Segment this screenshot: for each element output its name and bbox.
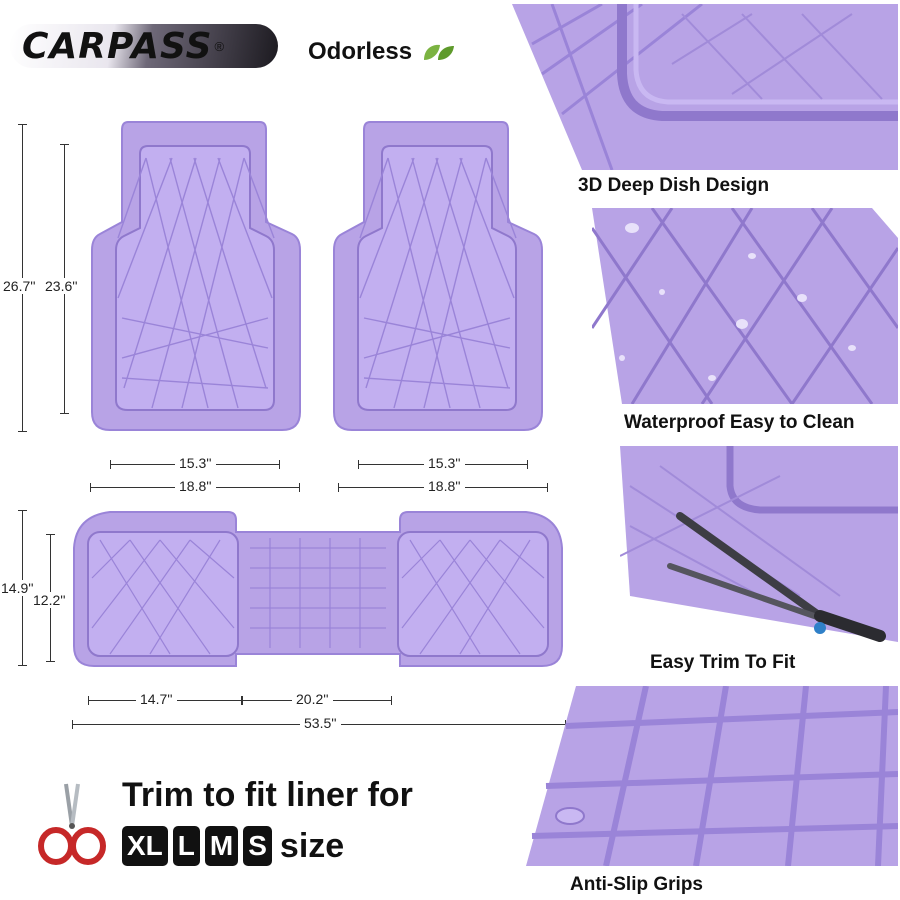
brand-logo: CARPASS ® <box>10 24 278 68</box>
front-height-outer-label: 26.7'' <box>2 278 37 294</box>
feature-image-waterproof <box>592 208 898 404</box>
size-badge-xl: XL <box>122 826 168 866</box>
size-row: XL L M S size <box>122 826 344 866</box>
feature-label-anti-slip: Anti-Slip Grips <box>570 874 703 895</box>
trim-title: Trim to fit liner for <box>122 776 413 814</box>
front-left-width-inner-label: 15.3'' <box>175 455 216 471</box>
rear-mat <box>73 511 563 667</box>
front-height-inner-label: 23.6'' <box>44 278 79 294</box>
rear-middle-width-label: 20.2'' <box>292 691 333 707</box>
feature-label-waterproof: Waterproof Easy to Clean <box>624 412 855 433</box>
rear-total-width-label: 53.5'' <box>300 715 341 731</box>
scissors-icon <box>38 783 106 865</box>
feature-image-deep-dish <box>512 4 898 170</box>
front-right-width-inner-label: 15.3'' <box>424 455 465 471</box>
feature-label-deep-dish: 3D Deep Dish Design <box>578 175 770 196</box>
feature-image-anti-slip <box>526 686 898 866</box>
size-badge-l: L <box>172 826 200 866</box>
front-right-mat <box>333 121 543 431</box>
scissors-icon <box>667 512 886 642</box>
front-right-width-outer-label: 18.8'' <box>424 478 465 494</box>
brand-name: CARPASS <box>22 25 213 67</box>
front-left-mat <box>91 121 301 431</box>
odorless-badge: Odorless <box>308 38 458 66</box>
feature-image-easy-trim <box>620 446 898 642</box>
odorless-label: Odorless <box>308 38 413 65</box>
rear-side-width-label: 14.7'' <box>136 691 177 707</box>
size-badge-m: M <box>204 826 239 866</box>
feature-label-easy-trim: Easy Trim To Fit <box>650 652 796 673</box>
size-badge-s: S <box>243 826 272 866</box>
front-left-width-outer-label: 18.8'' <box>175 478 216 494</box>
rear-height-inner-label: 12.2'' <box>32 592 67 608</box>
registered-mark: ® <box>214 38 225 54</box>
rear-height-outer-label: 14.9'' <box>0 580 35 596</box>
leaf-icon <box>424 44 455 60</box>
size-word: size <box>279 826 345 865</box>
